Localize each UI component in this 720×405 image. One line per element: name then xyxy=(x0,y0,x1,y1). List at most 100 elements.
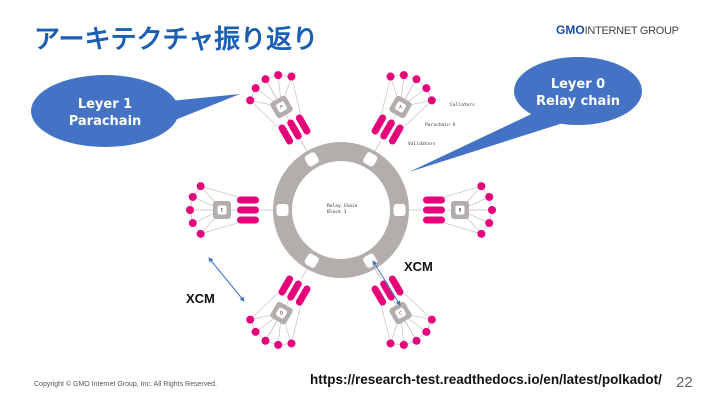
collator-node xyxy=(274,340,283,349)
parachain-id-label: C xyxy=(399,311,402,317)
validators-label: Validators xyxy=(408,141,436,147)
collator-node xyxy=(287,339,296,348)
parachain-id-label: D xyxy=(280,311,283,317)
collator-node xyxy=(399,71,408,80)
collator-node xyxy=(427,315,436,324)
parachain-f: F xyxy=(246,71,311,152)
parachain-e: E xyxy=(186,182,273,238)
validator-node xyxy=(423,196,445,204)
collator-node xyxy=(261,75,270,84)
ring-link xyxy=(374,140,382,152)
relay-label-line2: Block 1 xyxy=(327,209,347,215)
ring-slot xyxy=(363,152,378,167)
collator-node xyxy=(485,192,494,201)
xcm-arrow-right xyxy=(372,260,401,306)
collator-node xyxy=(477,182,486,191)
collator-node xyxy=(422,327,431,336)
source-url: https://research-test.readthedocs.io/en/… xyxy=(310,372,662,387)
parachain-block-inner xyxy=(395,307,406,319)
collator-node xyxy=(246,96,255,105)
collator-node xyxy=(186,206,194,214)
collator-node xyxy=(488,206,496,214)
xcm-arrow-left xyxy=(208,257,245,302)
callout-layer1-line2: Parachain xyxy=(69,114,142,129)
collator-node xyxy=(196,182,205,191)
collator-node xyxy=(188,192,197,201)
collator-node xyxy=(386,72,395,81)
ring-link xyxy=(300,140,308,152)
collator-node xyxy=(246,315,255,324)
validator-node xyxy=(371,114,387,135)
callout-layer0-bubble xyxy=(514,57,642,125)
parachain-block-inner xyxy=(276,101,287,113)
collator-node xyxy=(251,84,260,93)
validator-node xyxy=(295,114,311,135)
callout-layer0-tail xyxy=(409,110,560,172)
validator-node xyxy=(423,216,445,224)
collator-node xyxy=(485,219,494,228)
parachain-a-label: Parachain A xyxy=(425,122,456,128)
validator-node xyxy=(237,196,259,204)
validator-node xyxy=(388,124,404,145)
collator-node xyxy=(287,72,296,81)
collator-node xyxy=(399,340,408,349)
validator-node xyxy=(278,275,294,296)
callout-layer0-line2: Relay chain xyxy=(536,94,620,109)
parachain-id-label: E xyxy=(221,208,224,214)
logo-bold: GMO xyxy=(556,23,585,37)
collator-node xyxy=(386,339,395,348)
gmo-logo: GMOINTERNET GROUP xyxy=(556,23,679,37)
parachain-b: B xyxy=(409,182,496,238)
collator-node xyxy=(477,229,486,238)
parachain-block-inner xyxy=(217,205,227,215)
ring-link xyxy=(374,268,382,280)
ring-slot xyxy=(393,204,406,216)
collator-node xyxy=(196,229,205,238)
xcm-label-right: XCM xyxy=(404,259,433,274)
parachain-id-label: F xyxy=(280,104,283,110)
validator-node xyxy=(380,119,395,140)
validator-node xyxy=(287,119,302,140)
parachain-block-inner xyxy=(455,205,465,215)
collator-node xyxy=(412,336,421,345)
collator-node xyxy=(427,96,436,105)
parachain-block-inner xyxy=(395,101,406,113)
callout-layer1: Leyer 1 Parachain xyxy=(31,75,240,147)
validator-node xyxy=(237,206,259,214)
parachain-d: D xyxy=(246,268,311,349)
collator-node xyxy=(261,336,270,345)
callout-layer0: Leyer 0 Relay chain xyxy=(409,57,642,172)
slide-title: アーキテクチャ振り返り xyxy=(34,25,319,55)
collator-node xyxy=(412,75,421,84)
callout-layer1-bubble xyxy=(31,75,179,147)
logo-rest: INTERNET GROUP xyxy=(584,25,679,37)
ring-slot xyxy=(276,204,289,216)
validator-node xyxy=(423,206,445,214)
parachain-block-inner xyxy=(276,307,287,319)
parachain-id-label: B xyxy=(459,208,462,214)
validator-node xyxy=(237,216,259,224)
callout-layer0-line1: Leyer 0 xyxy=(551,77,605,92)
parachain-c: C xyxy=(371,268,436,349)
copyright-text: Copyright © GMO Internet Group, Inc. All… xyxy=(34,381,217,388)
collator-node xyxy=(188,219,197,228)
collator-node xyxy=(251,327,260,336)
relay-label-line1: Relay Chain xyxy=(327,203,358,209)
collator-node xyxy=(274,71,283,80)
ring-slot xyxy=(304,253,319,268)
callout-layer1-line1: Leyer 1 xyxy=(78,97,132,112)
parachains-group: F A B C D E xyxy=(186,71,496,349)
validator-node xyxy=(278,124,294,145)
ring-link xyxy=(300,268,308,280)
validator-node xyxy=(287,280,302,301)
parachain-id-label: A xyxy=(399,104,402,110)
xcm-label-left: XCM xyxy=(186,291,215,306)
collators-label: Collators xyxy=(450,102,475,108)
parachain-a: A xyxy=(371,71,436,152)
collator-node xyxy=(422,84,431,93)
relay-chain-ring: Relay Chain Block 1 xyxy=(273,142,409,278)
page-number: 22 xyxy=(676,374,693,391)
validator-node xyxy=(295,285,311,306)
ring-slot xyxy=(304,152,319,167)
